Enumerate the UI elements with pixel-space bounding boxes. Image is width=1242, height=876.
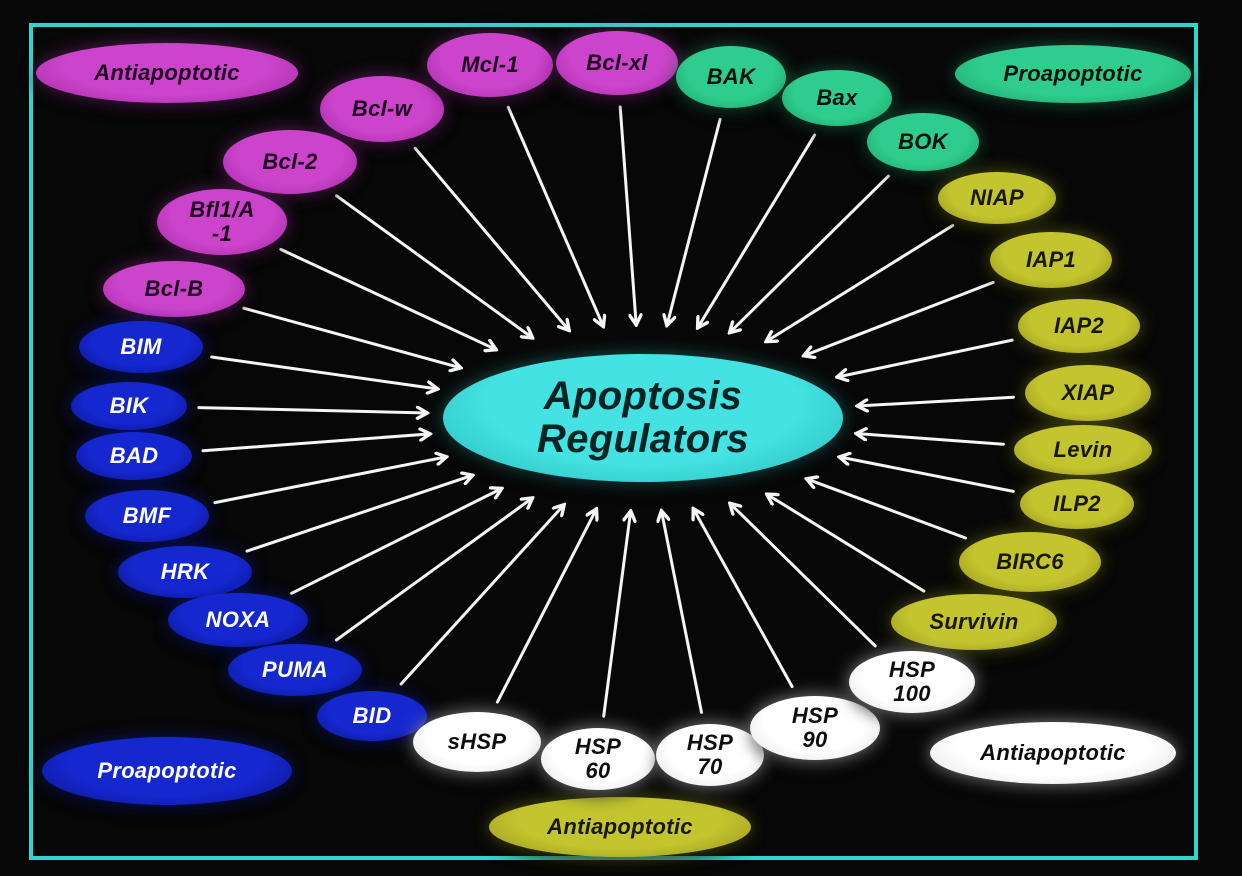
bfl1-a-1-label: -1 xyxy=(211,221,233,246)
antiapoptotic-label-bottom-right: Antiapoptotic xyxy=(930,722,1176,784)
apoptosis-regulators-label: Regulators xyxy=(537,417,749,461)
hsp-90-label: 90 xyxy=(802,727,828,752)
bax-label: Bax xyxy=(816,85,858,111)
survivin: Survivin xyxy=(891,594,1057,650)
bok: BOK xyxy=(867,113,979,171)
antiapoptotic-label-bottom-center-label: Antiapoptotic xyxy=(547,814,693,840)
noxa-label: NOXA xyxy=(205,607,271,633)
ilp2-label: ILP2 xyxy=(1053,491,1101,517)
levin: Levin xyxy=(1014,425,1152,475)
bcl-2-label: Bcl-2 xyxy=(262,149,318,175)
bik-label: BIK xyxy=(109,393,149,419)
iap2-label: IAP2 xyxy=(1053,313,1105,339)
bim: BIM xyxy=(79,321,203,373)
bok-label: BOK xyxy=(898,129,948,155)
levin-label: Levin xyxy=(1053,437,1113,463)
hsp-100-label: HSP xyxy=(888,657,936,683)
birc6-label: BIRC6 xyxy=(996,549,1064,575)
bmf: BMF xyxy=(85,490,209,542)
bid: BID xyxy=(317,691,427,741)
bcl-w: Bcl-w xyxy=(320,76,444,142)
mcl-1: Mcl-1 xyxy=(427,33,553,97)
bak: BAK xyxy=(676,46,786,108)
bcl-2: Bcl-2 xyxy=(223,130,357,194)
proapoptotic-label-bottom-left: Proapoptotic xyxy=(42,737,292,805)
antiapoptotic-label-top-left-label: Antiapoptotic xyxy=(94,60,240,86)
ilp2: ILP2 xyxy=(1020,479,1134,529)
iap1-label: IAP1 xyxy=(1025,247,1077,273)
iap1: IAP1 xyxy=(990,232,1112,288)
bcl-b: Bcl-B xyxy=(103,261,245,317)
bak-label: BAK xyxy=(706,64,756,90)
iap2: IAP2 xyxy=(1018,299,1140,353)
proapoptotic-label-top-right: Proapoptotic xyxy=(955,45,1191,103)
shsp: sHSP xyxy=(413,712,541,772)
bim-label: BIM xyxy=(120,334,162,360)
puma-label: PUMA xyxy=(262,657,328,683)
bcl-xl-label: Bcl-xl xyxy=(586,50,648,76)
diagram-frame xyxy=(29,23,1198,860)
hrk-label: HRK xyxy=(160,559,210,585)
hsp-90-label: HSP xyxy=(791,703,839,729)
xiap: XIAP xyxy=(1025,365,1151,421)
shsp-label: sHSP xyxy=(447,729,507,755)
bid-label: BID xyxy=(352,703,392,729)
hrk: HRK xyxy=(118,546,252,598)
mcl-1-label: Mcl-1 xyxy=(461,52,519,78)
niap: NIAP xyxy=(938,172,1056,224)
proapoptotic-label-bottom-left-label: Proapoptotic xyxy=(97,758,237,784)
xiap-label: XIAP xyxy=(1061,380,1115,406)
apoptosis-regulators-label: Apoptosis xyxy=(543,373,743,418)
hsp-70-label: 70 xyxy=(697,754,723,779)
antiapoptotic-label-bottom-center: Antiapoptotic xyxy=(489,797,751,857)
noxa: NOXA xyxy=(168,593,308,647)
antiapoptotic-label-bottom-right-label: Antiapoptotic xyxy=(980,740,1126,766)
puma: PUMA xyxy=(228,644,362,696)
bad-label: BAD xyxy=(109,443,159,469)
bfl1-a-1-label: Bfl1/A xyxy=(189,197,255,223)
birc6: BIRC6 xyxy=(959,532,1101,592)
bax: Bax xyxy=(782,70,892,126)
survivin-label: Survivin xyxy=(929,609,1019,635)
bad: BAD xyxy=(76,432,192,480)
bcl-w-label: Bcl-w xyxy=(351,96,413,122)
antiapoptotic-label-top-left: Antiapoptotic xyxy=(36,43,298,103)
bmf-label: BMF xyxy=(122,503,172,529)
hsp-60-label: HSP xyxy=(574,734,622,760)
bcl-xl: Bcl-xl xyxy=(556,31,678,95)
bcl-b-label: Bcl-B xyxy=(144,276,204,302)
hsp-100-label: 100 xyxy=(893,681,931,706)
proapoptotic-label-top-right-label: Proapoptotic xyxy=(1003,61,1143,87)
bfl1-a-1: Bfl1/A-1 xyxy=(157,189,287,255)
hsp-60-label: 60 xyxy=(585,758,611,783)
bik: BIK xyxy=(71,382,187,430)
hsp-70-label: HSP xyxy=(686,730,734,756)
niap-label: NIAP xyxy=(970,185,1024,211)
